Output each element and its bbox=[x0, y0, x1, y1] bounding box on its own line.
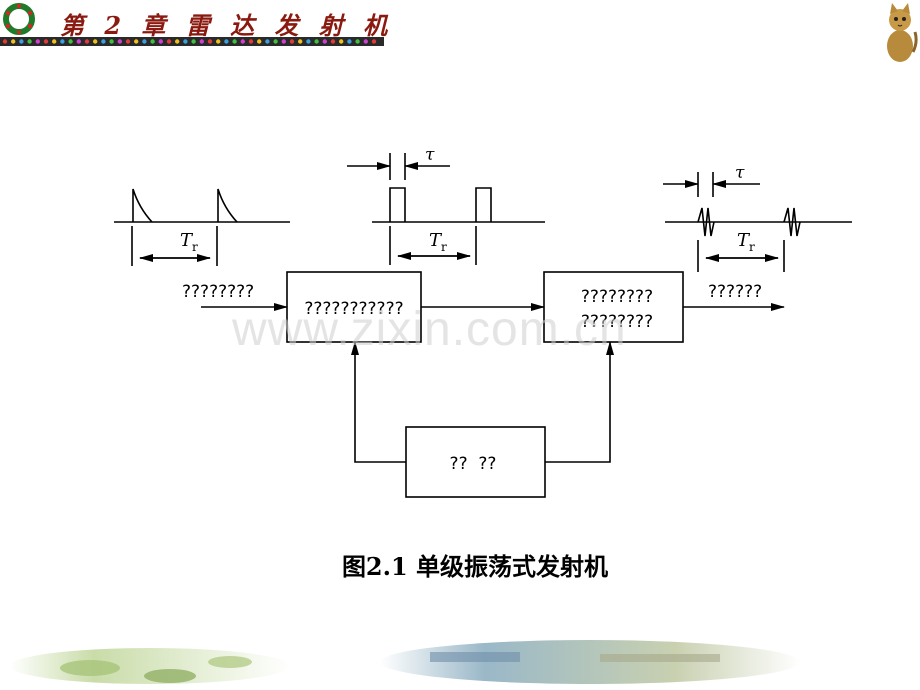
tau-label-rf: τ bbox=[735, 163, 745, 183]
band-dot bbox=[281, 39, 286, 44]
footer-landscape bbox=[10, 640, 800, 684]
band-dot bbox=[117, 39, 123, 44]
output-label: ?????? bbox=[708, 282, 762, 302]
band-dot bbox=[68, 39, 73, 44]
band-dot bbox=[224, 39, 229, 44]
block-oscillator-label-1: ???????? bbox=[581, 287, 653, 307]
band-dot bbox=[248, 39, 254, 44]
band-dot bbox=[339, 39, 344, 44]
block-power-label: ?? ?? bbox=[450, 454, 497, 474]
block-oscillator-label-2: ???????? bbox=[581, 312, 653, 332]
band-dot bbox=[273, 39, 278, 44]
band-dot bbox=[150, 39, 155, 44]
band-dot bbox=[134, 39, 139, 44]
watermark: www.zixin.com.cn bbox=[232, 303, 627, 356]
band-dot bbox=[109, 39, 114, 44]
chapter-title: 第 2 章 雷 达 发 射 机 bbox=[60, 11, 394, 40]
band-dot bbox=[19, 39, 24, 44]
input-label: ???????? bbox=[182, 282, 254, 302]
band-dot bbox=[191, 39, 196, 44]
waveform-modulation bbox=[347, 153, 545, 265]
band-dot bbox=[257, 39, 262, 44]
block-modulator-label: ??????????? bbox=[304, 299, 403, 319]
wreath-icon bbox=[3, 3, 35, 35]
band-dot bbox=[363, 39, 368, 44]
band-dot bbox=[371, 39, 377, 44]
band-dot bbox=[11, 39, 16, 44]
slide-header: 第 2 章 雷 达 发 射 机 bbox=[0, 0, 387, 48]
band-dot bbox=[207, 39, 213, 44]
band-dot bbox=[183, 39, 188, 44]
band-dot bbox=[306, 39, 311, 44]
band-dot bbox=[2, 39, 8, 44]
band-dot bbox=[199, 39, 204, 44]
period-label-rf: Tr bbox=[737, 230, 755, 254]
band-dot bbox=[322, 39, 327, 44]
band-dot bbox=[314, 39, 319, 44]
period-label-modulation: Tr bbox=[429, 230, 447, 254]
tau-label-modulation: τ bbox=[425, 145, 435, 165]
band-dot bbox=[76, 39, 82, 44]
band-dot bbox=[43, 39, 49, 44]
band-dot bbox=[166, 39, 172, 44]
band-dot bbox=[240, 39, 245, 44]
power-to-osc-arrow bbox=[545, 341, 614, 463]
band-dot bbox=[355, 39, 360, 44]
band-dot bbox=[232, 39, 237, 44]
header-band bbox=[0, 37, 384, 46]
band-dot bbox=[52, 39, 57, 44]
band-dot bbox=[60, 39, 65, 44]
band-dot bbox=[35, 39, 40, 44]
band-dot bbox=[265, 39, 270, 44]
band-dot bbox=[330, 39, 336, 44]
band-dot bbox=[27, 39, 32, 44]
band-dot bbox=[175, 39, 180, 44]
waveform-trigger bbox=[114, 188, 290, 266]
band-dot bbox=[289, 39, 295, 44]
band-dot bbox=[158, 39, 163, 44]
band-dot bbox=[216, 39, 221, 44]
band-dot bbox=[84, 39, 90, 44]
band-dot bbox=[93, 39, 98, 44]
period-label-trigger: Tr bbox=[180, 230, 198, 254]
band-dot bbox=[125, 39, 131, 44]
band-dot bbox=[142, 39, 147, 44]
band-dot bbox=[298, 39, 303, 44]
band-dot bbox=[347, 39, 352, 44]
band-dot bbox=[101, 39, 106, 44]
power-to-mod-arrow bbox=[351, 341, 406, 463]
cat-icon bbox=[887, 3, 918, 62]
figure-caption: 图2.1 单级振荡式发射机 bbox=[341, 552, 609, 581]
waveform-rf-output bbox=[663, 172, 852, 272]
